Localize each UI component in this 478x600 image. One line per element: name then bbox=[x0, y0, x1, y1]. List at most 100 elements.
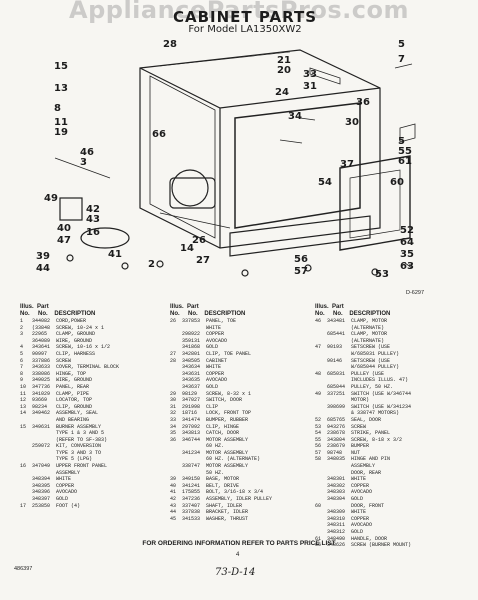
parts-table-row: 359131 AVOCADO bbox=[170, 337, 228, 344]
watermark: AppliancePartsPros.com bbox=[69, 0, 409, 24]
motor bbox=[171, 169, 209, 207]
cabinet-opening bbox=[234, 102, 361, 229]
parts-table: Illus. Part No. No. DESCRIPTION Illus. P… bbox=[20, 304, 460, 548]
callout-label: 11 bbox=[54, 117, 68, 128]
parts-table-row: 348394 WHITE bbox=[20, 476, 72, 483]
parts-table-row: 13 98234 CLIP, GROUND bbox=[20, 403, 93, 410]
parts-table-row: 31 291998 CLIP bbox=[170, 403, 219, 410]
parts-table-row: 15 349631 BURNER ASSEMBLY bbox=[20, 423, 102, 430]
parts-table-row: 57 98748 NUT bbox=[315, 449, 361, 456]
callout-label: 41 bbox=[108, 249, 122, 260]
col1-header: Illus. Part No. No. DESCRIPTION bbox=[20, 304, 96, 317]
parts-table-row: 35 343813 CATCH, DOOR bbox=[170, 430, 240, 437]
callout-label: 5 bbox=[398, 39, 405, 50]
parts-table-row: 343637 GOLD bbox=[170, 383, 219, 390]
parts-table-row: 53 943276 SCREW bbox=[315, 423, 367, 430]
parts-table-row: WHITE bbox=[170, 324, 222, 331]
callout-label: 24 bbox=[275, 87, 289, 98]
parts-table-row: 348302 COPPER bbox=[315, 482, 370, 489]
parts-table-row: 338747 MOTOR ASSEMBLY bbox=[170, 463, 249, 470]
parts-table-row: TYPE 5 (LPG) bbox=[20, 456, 93, 463]
parts-table-row: 55 343804 SCREW, 8-18 x 3/2 bbox=[315, 436, 403, 443]
parts-table-row: AND BEARING bbox=[20, 416, 90, 423]
parts-table-row: 39 349150 BASE, MOTOR bbox=[170, 476, 240, 483]
callout-label: 52 bbox=[400, 225, 414, 236]
parts-table-row: 29 98129 SCREW, 8-32 x 1 bbox=[170, 390, 252, 397]
callout-label: 55 bbox=[398, 146, 412, 157]
col2-header: Illus. Part No. No. DESCRIPTION bbox=[170, 304, 246, 317]
parts-table-row: DOOR, REAR bbox=[315, 469, 382, 476]
parts-table-row: 43 337407 SHAFT, IDLER bbox=[170, 502, 243, 509]
parts-table-row: INCLUDES ILLUS. 47) bbox=[315, 377, 409, 384]
parts-table-row: 41 175855 BOLT, 3/16-18 x 3/4 bbox=[170, 489, 264, 496]
parts-table-row: 3 22965 CLAMP, GROUND bbox=[20, 331, 96, 338]
callout-label: 54 bbox=[318, 177, 332, 188]
callout-label: 44 bbox=[36, 263, 50, 274]
callout-label: 57 bbox=[294, 266, 308, 277]
callout-label: 30 bbox=[345, 117, 359, 128]
ordering-note: FOR ORDERING INFORMATION REFER TO PARTS … bbox=[142, 540, 336, 547]
parts-table-row: 56 238679 BUMPER bbox=[315, 443, 370, 450]
handwritten-date: 73-D-14 bbox=[215, 567, 256, 578]
parts-table-row: 28 348505 CABINET bbox=[170, 357, 228, 364]
parts-table-row: 7 343633 COVER, TERMINAL BLOCK bbox=[20, 364, 120, 371]
callout-label: 3 bbox=[80, 157, 87, 168]
parts-table-row: 348395 COPPER bbox=[20, 482, 75, 489]
parts-table-row: 11 341029 CLAMP, PIPE bbox=[20, 390, 90, 397]
parts-column-3: 46 343481 CLAMP, MOTOR (ALTERNATE) 68544… bbox=[315, 318, 460, 549]
col3-header: Illus. Part No. No. DESCRIPTION bbox=[315, 304, 391, 317]
parts-table-row: W/685031 PULLEY) bbox=[315, 350, 400, 357]
parts-table-row: 58 348035 HINGE AND PIN bbox=[315, 456, 391, 463]
parts-table-row: 4 343641 SCREW, 10-16 x 1/2 bbox=[20, 344, 111, 351]
callout-label: 27 bbox=[196, 255, 210, 266]
parts-table-row: 398699 SWITCH (USE W/341234 bbox=[315, 403, 412, 410]
parts-table-row: 42 347236 ASSEMBLY, IDLER PULLEY bbox=[170, 496, 273, 503]
cabinet-outline bbox=[139, 49, 381, 249]
parts-table-row: 26 337853 PANEL, TOE bbox=[170, 318, 237, 324]
callout-label: 39 bbox=[36, 251, 50, 262]
parts-table-row: 61 348490 HANDLE, DOOR bbox=[315, 535, 388, 542]
parts-table-row: MOTOR) bbox=[315, 397, 370, 404]
parts-table-row: 27 342801 CLIP, TOE PANEL bbox=[170, 350, 252, 357]
parts-table-row: 49 337251 SWITCH (USE W/346744 bbox=[315, 390, 412, 397]
callout-label: 2 bbox=[148, 259, 155, 270]
page-title: CABINET PARTS bbox=[172, 8, 318, 26]
drive-belt bbox=[80, 227, 130, 249]
parts-table-row: 44 337838 BRACKET, IDLER bbox=[170, 509, 249, 516]
parts-table-row: 341234 MOTOR ASSEMBLY bbox=[170, 449, 249, 456]
parts-table-row: TYPE 3 AND 3 TO bbox=[20, 449, 102, 456]
parts-table-row: 54 238678 STRIKE, PANEL bbox=[315, 430, 391, 437]
callout-label: 16 bbox=[86, 227, 100, 238]
parts-table-row: 10 347736 PANEL, REAR bbox=[20, 383, 90, 390]
parts-table-row: 60 DOOR, FRONT bbox=[315, 502, 385, 509]
parts-table-row: ASSEMBLY bbox=[20, 469, 81, 476]
parts-table-row: 52 685765 SEAL, DOOR bbox=[315, 416, 382, 423]
callout-label: 46 bbox=[80, 147, 94, 158]
parts-table-row: (ALTERNATE) bbox=[315, 324, 385, 331]
callout-label: 43 bbox=[86, 214, 100, 225]
parts-table-row: 5 90997 CLIP, HARNESS bbox=[20, 350, 96, 357]
doc-id: 486397 bbox=[14, 566, 33, 572]
parts-table-row: 40 341241 BELT, DRIVE bbox=[170, 482, 240, 489]
callout-label: 61 bbox=[398, 156, 412, 167]
toe-panel bbox=[229, 215, 371, 257]
callout-label: 53 bbox=[375, 269, 389, 280]
parts-table-row: & 338747 MOTORS) bbox=[315, 410, 400, 417]
callout-label: 13 bbox=[54, 83, 68, 94]
parts-table-row: 2 (33848 SCREW, 10-24 x 1 bbox=[20, 324, 105, 331]
parts-table-row: 343634 WHITE bbox=[170, 364, 222, 371]
parts-table-row: 66 343626 SCREW (BURNER MOUNT) bbox=[315, 542, 412, 549]
parts-table-row: 341868 GOLD bbox=[170, 344, 219, 351]
parts-table-row: 32 18716 LOCK, FRONT TOP bbox=[170, 410, 252, 417]
parts-table-row: 364089 WIRE, GROUND bbox=[20, 337, 93, 344]
callout-label: 66 bbox=[152, 129, 166, 140]
parts-table-row: 30 347027 SWITCH, DOOR bbox=[170, 397, 243, 404]
parts-table-row: 298922 COPPER bbox=[170, 331, 225, 338]
parts-table-row: (REFER TO SF-383) bbox=[20, 436, 108, 443]
parts-table-row: 343631 COPPER bbox=[170, 370, 225, 377]
parts-table-row: 47 90193 SETSCREW (USE bbox=[315, 344, 391, 351]
callout-label: 15 bbox=[54, 61, 68, 72]
parts-table-row: TYPE 1 & 3 AND 5 bbox=[20, 430, 105, 437]
callout-label: 19 bbox=[54, 127, 68, 138]
